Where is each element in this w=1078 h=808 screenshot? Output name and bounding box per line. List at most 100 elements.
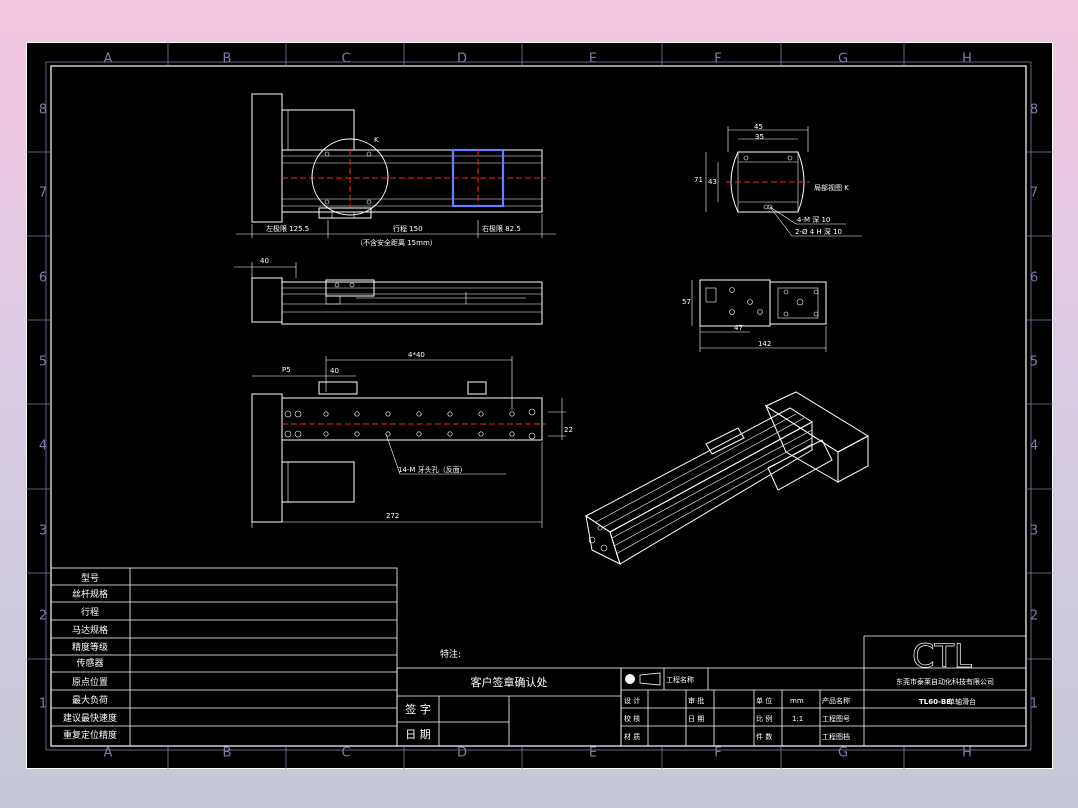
thread-hole [385,411,391,417]
unit-value: mm [790,697,804,705]
zone-col-e: E [589,52,597,67]
zone-row-5-right: 5 [1030,355,1038,370]
approve-label: 审 批 [688,696,704,705]
zone-col-f: F [714,52,721,67]
spec-label-3: 马达规格 [72,624,108,636]
thread-hole [478,411,484,417]
thread-hole [416,411,422,417]
thread-hole [323,431,329,437]
spec-label-7: 最大负荷 [72,694,108,706]
bottom-motor-housing [281,461,355,503]
side-view: 40 [234,257,543,325]
projection-symbol-cone [639,672,661,686]
project-name-label: 工程名称 [666,675,694,684]
bottom-motor-block [251,393,283,523]
outer-frame [26,42,1053,769]
drawing-no-label: 工程图号 [822,714,850,723]
dim-40: 40 [330,367,339,375]
material-label: 材 质 [624,732,640,741]
projection-symbol-circle [625,674,635,684]
scale-value: 1:1 [792,715,803,723]
zone-row-4-right: 4 [1030,439,1038,454]
thread-hole [509,431,515,437]
zone-col-g: G [838,52,848,67]
model-number: TL60-BE [919,698,951,706]
end-view-plate [769,281,827,325]
iso-end-face [585,514,621,565]
pieces-label: 件 数 [756,732,772,741]
design-label: 设 计 [624,696,640,705]
zone-row-1-right: 1 [1030,697,1038,712]
thread-hole [447,411,453,417]
inner-frame [50,65,1027,747]
spec-label-6: 原点位置 [72,676,108,688]
end-view-body [699,279,771,327]
bottom-rail [281,397,543,441]
thread-hole [323,411,329,417]
dim-stroke: 行程 150 [393,224,423,233]
spec-label-5: 传感器 [76,657,103,669]
zone-row-7-right: 7 [1030,186,1038,201]
dim-4x40: 4*40 [408,351,425,359]
zone-row-1: 1 [39,697,47,712]
customer-confirm-block: 客户签章确认处 签 字 日 期 [396,667,622,747]
zone-col-c-bottom: C [341,746,350,761]
dim-right-limit: 右极限 82.5 [482,224,521,233]
tb-date-label: 日 期 [688,715,704,723]
zone-row-3: 3 [39,524,47,539]
thread-hole [478,431,484,437]
dim-47: 47 [734,324,743,332]
label-k: K [374,136,379,144]
thread-hole [416,431,422,437]
zone-col-c: C [341,52,350,67]
bottom-holes [323,411,515,437]
zone-col-d: D [457,52,467,67]
check-label: 校 核 [624,714,640,723]
spec-label-0: 型号 [81,573,99,584]
dim-57: 57 [682,298,691,306]
zone-row-2-right: 2 [1030,609,1038,624]
thread-hole [354,431,360,437]
drawing-file-label: 工程图档 [822,732,850,741]
dim-side-top: 40 [260,257,269,265]
zone-frame [45,61,1032,751]
dim-142: 142 [758,340,771,348]
thread-note: 14-M 牙头孔（反面） [398,465,467,474]
zone-row-2: 2 [39,609,47,624]
zone-row-labels-left: 8 7 6 5 4 3 2 1 [39,103,47,712]
detail-circle-k [311,138,389,216]
zone-col-a: A [104,52,113,67]
zone-row-7: 7 [39,186,47,201]
end-view: 57 47 142 [682,279,827,352]
company-name: 东莞市泰莱自动化科技有限公司 [896,677,994,686]
isometric-view [585,391,870,565]
bottom-view: P5 40 4*40 22 14-M 牙头孔（反面） 272 [251,351,573,528]
zone-col-h: H [962,52,972,67]
zone-row-labels-right: 8 7 6 5 4 3 2 1 [1030,103,1038,712]
thread-hole [447,431,453,437]
thread-hole [354,411,360,417]
spec-label-2: 行程 [81,606,99,618]
zone-ticks [26,42,1053,769]
spec-label-4: 精度等级 [72,641,108,653]
detail-note-2: 2-Ø 4 H 深 10 [795,227,842,236]
detail-title: 局部视图 K [814,183,849,192]
thread-hole [509,411,515,417]
zone-col-d-bottom: D [457,746,467,761]
zone-row-5: 5 [39,355,47,370]
confirm-date: 日 期 [405,728,431,741]
side-motor-block [251,277,283,323]
spec-label-9: 重复定位精度 [63,729,117,741]
zone-col-f-bottom: F [714,746,721,761]
title-block: 工程名称 设 计 校 核 材 质 审 批 日 期 单 位 mm 比 例 1:1 … [620,635,1027,747]
motor-housing [281,109,355,151]
rail-body-top [281,149,543,213]
unit-label: 单 位 [756,696,772,705]
zone-row-6-right: 6 [1030,271,1038,286]
detail-view-k: 45 35 71 43 局部视图 K 4-M 深 10 2-Ø 4 H 深 10 [694,123,862,237]
zone-col-h-bottom: H [962,746,972,761]
scale-label: 比 例 [756,714,772,723]
zone-row-8: 8 [39,103,47,118]
dim-272: 272 [386,512,399,520]
spec-label-1: 丝杆规格 [72,588,108,600]
